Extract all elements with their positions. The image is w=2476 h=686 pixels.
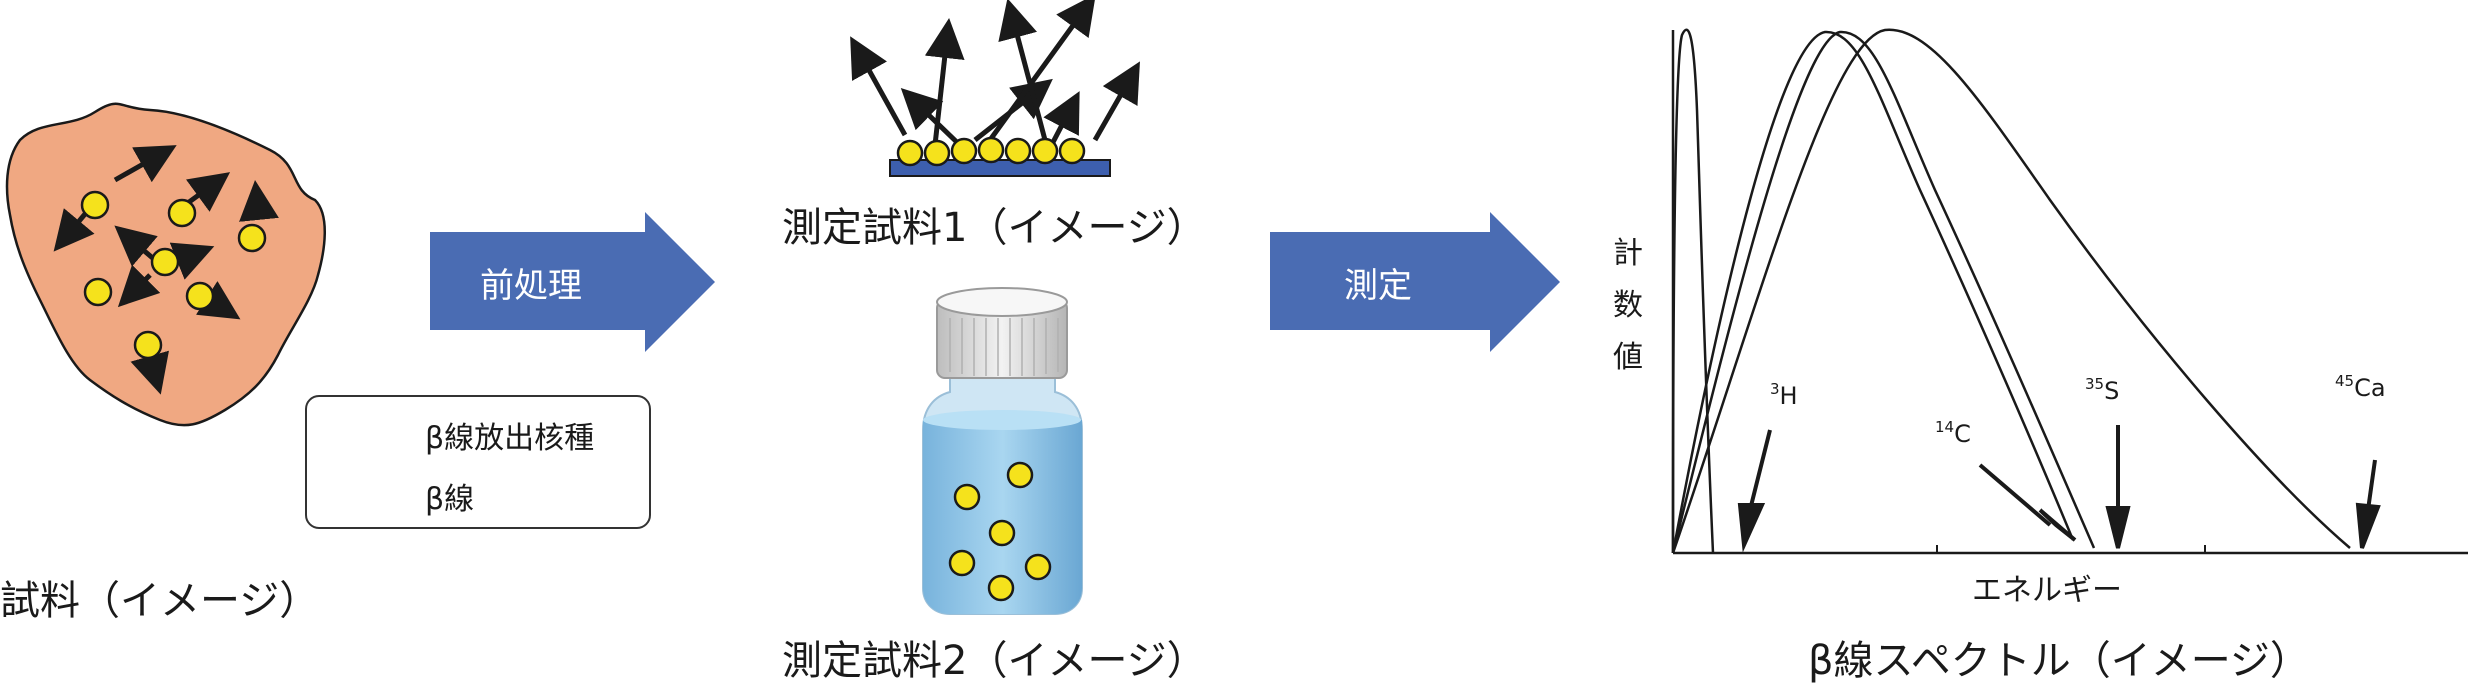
y-axis-label-2: 数 <box>1613 288 1643 323</box>
spectrum-chart <box>1671 28 2468 555</box>
isotope-label-h3: 3H <box>1770 380 1798 410</box>
isotope-label-c14: 14C <box>1935 418 1971 448</box>
isotope-label-s35: 35S <box>2085 375 2120 405</box>
measurement-arrow <box>1270 212 1560 352</box>
spectrum-curve-ca45 <box>1671 28 2351 554</box>
x-axis-label: エネルギー <box>1972 573 2122 608</box>
spectrum-curve-h3 <box>1671 28 1715 554</box>
legend-ray-label: β線 <box>425 482 475 517</box>
y-axis-label-1: 計 <box>1613 236 1643 271</box>
pretreatment-arrow-label: 前処理 <box>480 266 582 306</box>
sample-caption: 試料（イメージ） <box>0 578 320 624</box>
isotope-label-ca45: 45Ca <box>2335 372 2386 402</box>
y-axis-label-3: 値 <box>1613 340 1643 375</box>
measurement-arrow-label: 測定 <box>1344 266 1412 306</box>
spectrum-curve-c14 <box>1671 30 2075 554</box>
legend-box <box>305 395 651 529</box>
spectrum-curve-s35 <box>1671 30 2096 554</box>
planchet-illustration <box>850 0 1140 177</box>
sample-illustration <box>5 102 326 427</box>
vial-illustration <box>922 287 1083 615</box>
pretreatment-arrow <box>430 212 715 352</box>
sample2-caption: 測定試料2（イメージ） <box>782 638 1207 684</box>
planchet-substrate <box>889 159 1111 177</box>
sample1-caption: 測定試料1（イメージ） <box>782 205 1207 251</box>
spectrum-caption: β線スペクトル（イメージ） <box>1808 638 2310 684</box>
legend-nuclide-label: β線放出核種 <box>425 421 595 456</box>
